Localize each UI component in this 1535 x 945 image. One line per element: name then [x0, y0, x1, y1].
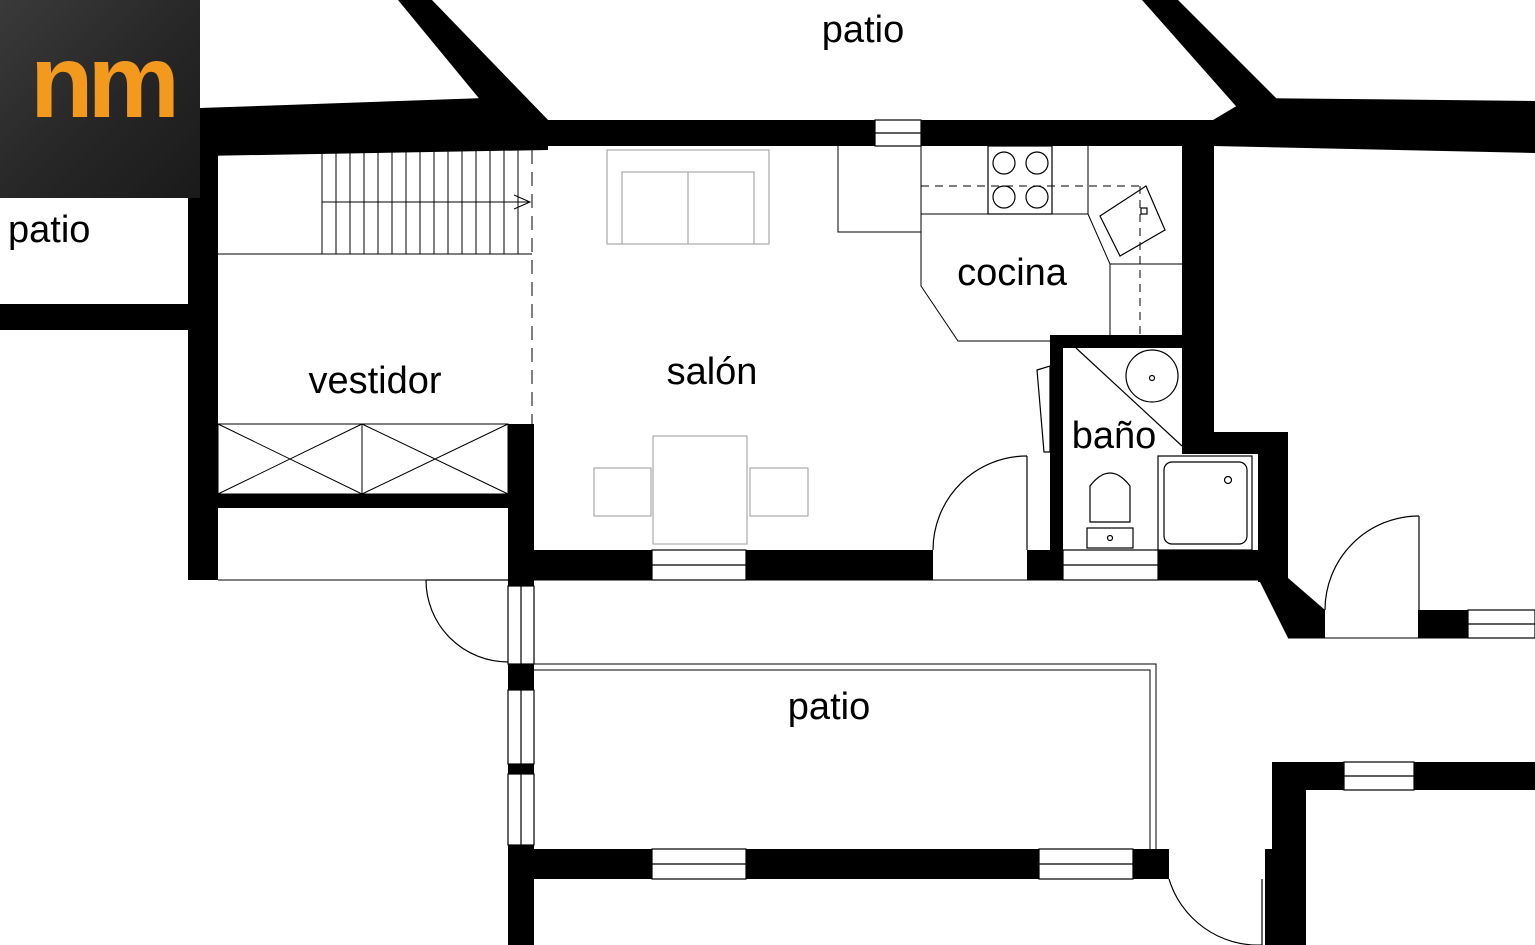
- room-label-patio-bottom: patio: [788, 686, 870, 728]
- brand-logo-text: nm: [30, 24, 180, 140]
- brand-logo: nm: [0, 0, 200, 198]
- room-label-patio-top: patio: [822, 9, 904, 51]
- thin-lines: [218, 146, 1535, 849]
- windows: [507, 119, 1535, 880]
- bathroom-fixtures: [1075, 347, 1253, 551]
- wardrobe: [217, 423, 509, 495]
- room-label-patio-left: patio: [8, 209, 90, 251]
- room-label-bano: baño: [1072, 415, 1157, 457]
- kitchen-sink: [1099, 185, 1166, 257]
- sofa: [606, 149, 770, 245]
- room-labels: patio patio vestidor salón cocina baño p…: [8, 9, 1156, 728]
- cooktop: [987, 145, 1053, 215]
- room-label-vestidor: vestidor: [308, 360, 441, 402]
- doors: [425, 365, 1420, 945]
- room-label-cocina: cocina: [957, 252, 1068, 294]
- dining-set: [593, 435, 809, 545]
- room-label-salon: salón: [667, 351, 758, 393]
- stairs: [321, 150, 532, 254]
